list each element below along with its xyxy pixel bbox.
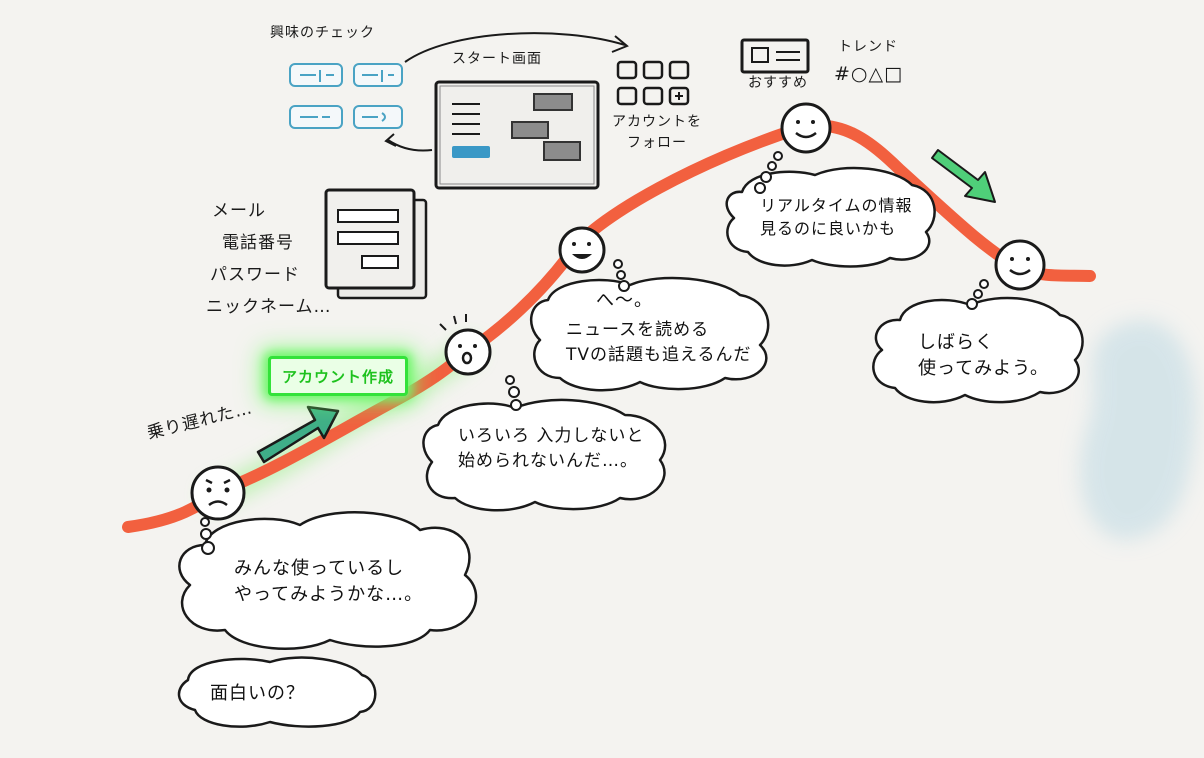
label-start-screen: スタート画面 [452, 51, 542, 67]
interest-tags [289, 63, 403, 129]
cloud-1b [177, 656, 377, 728]
arrow-down-icon [931, 149, 996, 203]
cloud-3 [529, 276, 770, 392]
label-follow-account: アカウントを フォロー [612, 114, 702, 151]
label-interest-check: 興味のチェック [270, 25, 375, 41]
label-field-nickname: ニックネーム… [206, 297, 332, 317]
flow-arrowhead-left [384, 133, 397, 147]
watercolor-wash [1080, 320, 1197, 540]
thought-try-it: みんな使っているし やってみようかな…。 [234, 558, 424, 606]
start-button [452, 146, 490, 158]
face-content [994, 239, 1046, 291]
bubble-trails [200, 151, 989, 555]
thought-is-it-fun: 面白いの？ [210, 683, 305, 704]
label-field-phone: 電話番号 [222, 233, 294, 253]
recommended-card [740, 38, 810, 74]
label-recommended: おすすめ [748, 75, 808, 91]
start-screen-window [434, 80, 600, 190]
flow-arrow-left-icon [387, 139, 433, 152]
cloud-4 [725, 166, 936, 268]
label-field-email: メール [212, 201, 266, 221]
flow-arrow-right-icon [404, 32, 626, 63]
face-smile-top [780, 102, 832, 154]
thought-clouds [177, 166, 1084, 728]
face-frown [190, 465, 246, 521]
create-account-badge: アカウント作成 [268, 356, 408, 396]
face-grin [558, 226, 606, 274]
thought-hmm: へ〜。 [596, 290, 653, 311]
label-field-password: パスワード [210, 265, 300, 285]
cloud-2 [422, 398, 667, 512]
thought-keep-using: しばらく 使ってみよう。 [918, 332, 1050, 380]
thought-news: ニュースを読める TVの話題も追えるんだ [566, 320, 752, 365]
thought-need-input: いろいろ 入力しないと 始められないんだ…。 [458, 426, 645, 471]
label-trend-tags: #○△□ [834, 63, 904, 85]
registration-form [324, 188, 428, 300]
cloud-5 [872, 296, 1084, 404]
account-grid [616, 60, 690, 106]
thought-realtime: リアルタイムの情報 見るのに良いかも [760, 196, 913, 239]
arrow-up-icon [256, 405, 340, 464]
flow-arrowhead-right [611, 35, 629, 53]
label-trend: トレンド [838, 39, 898, 55]
cloud-1 [178, 511, 478, 650]
face-surprised [439, 314, 492, 376]
